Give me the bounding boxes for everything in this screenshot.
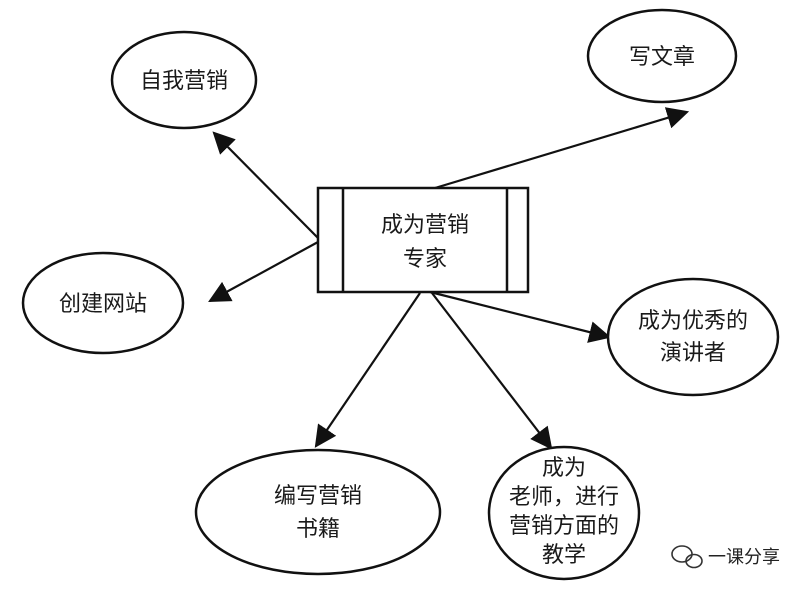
node-write-articles: 写文章 bbox=[586, 8, 738, 104]
node-build-website: 创建网站 bbox=[21, 251, 185, 355]
arrow-to-write-articles bbox=[434, 107, 690, 190]
arrow-to-become-teacher bbox=[431, 292, 553, 450]
node-self-marketing: 自我营销 bbox=[110, 30, 258, 130]
node-excellent-speaker-label-line-1: 成为优秀的 bbox=[638, 309, 748, 334]
node-write-articles-label: 写文章 bbox=[629, 45, 695, 70]
node-excellent-speaker: 成为优秀的 演讲者 bbox=[606, 277, 780, 397]
node-excellent-speaker-label-line-2: 演讲者 bbox=[660, 341, 726, 366]
node-self-marketing-label: 自我营销 bbox=[140, 69, 228, 94]
arrow-to-build-website bbox=[208, 241, 319, 303]
center-box: 成为营销 专家 bbox=[316, 186, 530, 294]
node-become-teacher-label-line-3: 营销方面的 bbox=[509, 514, 619, 539]
watermark: 一课分享 bbox=[671, 545, 780, 569]
connectors bbox=[208, 107, 690, 450]
node-write-marketing-books-label-line-1: 编写营销 bbox=[274, 484, 362, 509]
arrow-to-self-marketing bbox=[212, 131, 319, 239]
node-become-teacher-label-line-2: 老师，进行 bbox=[509, 485, 619, 510]
chat-bubble-icon bbox=[671, 545, 703, 569]
watermark-text: 一课分享 bbox=[708, 547, 780, 568]
node-build-website-label: 创建网站 bbox=[59, 292, 147, 317]
node-write-marketing-books: 编写营销 书籍 bbox=[194, 448, 442, 576]
center-label-line-1: 成为营销 bbox=[381, 213, 469, 238]
node-become-teacher-label-line-1: 成为 bbox=[542, 456, 586, 481]
node-become-teacher: 成为 老师，进行 营销方面的 教学 bbox=[487, 445, 641, 581]
arrow-to-write-marketing-books bbox=[314, 292, 421, 448]
arrow-to-excellent-speaker bbox=[429, 290, 612, 343]
node-become-teacher-label-line-4: 教学 bbox=[542, 543, 586, 568]
center-label-line-2: 专家 bbox=[403, 247, 447, 272]
node-write-marketing-books-label-line-2: 书籍 bbox=[296, 517, 340, 542]
